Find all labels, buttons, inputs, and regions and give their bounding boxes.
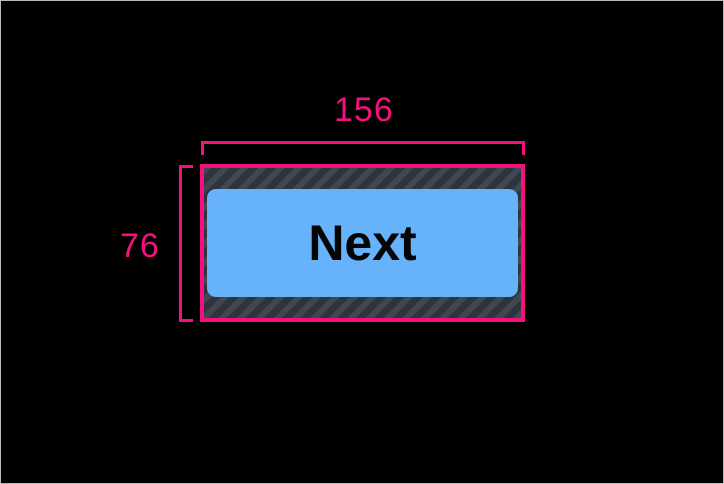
width-dimension-label: 156 (334, 91, 394, 129)
width-dimension-bracket (201, 141, 525, 155)
next-button[interactable]: Next (207, 189, 518, 297)
height-dimension-bracket (179, 165, 193, 322)
height-dimension-label: 76 (120, 227, 160, 265)
hatched-padding-region: Next (204, 168, 521, 318)
element-selection-box: Next (200, 164, 525, 322)
next-button-label: Next (308, 215, 417, 271)
